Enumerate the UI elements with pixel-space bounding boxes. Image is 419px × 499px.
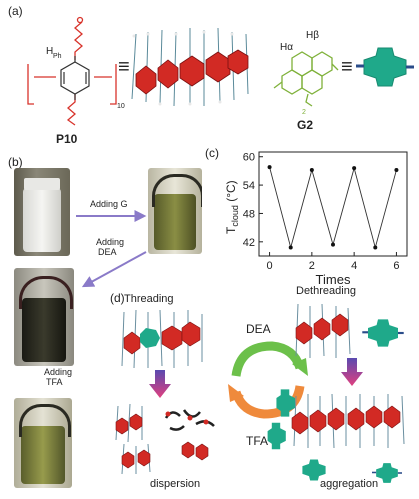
label-adding-dea-2: DEA <box>98 247 117 257</box>
svg-text:2: 2 <box>302 109 306 116</box>
label-dea: DEA <box>246 322 271 336</box>
y-axis-label: Tcloud (°C) <box>224 180 240 234</box>
hph-sub: Ph <box>53 53 62 60</box>
panel-label-d: (d) <box>110 291 125 305</box>
h-alpha-label: Hα <box>280 42 293 53</box>
label-adding-tfa-2: TFA <box>46 377 63 387</box>
y-tick-label: 54 <box>243 180 255 192</box>
tcloud-data-point <box>373 245 378 250</box>
dea-tfa-cycle <box>228 341 308 419</box>
tcloud-data-point <box>309 167 314 172</box>
y-tick-label: 60 <box>243 152 255 164</box>
vial-photo-3 <box>14 268 74 366</box>
label-threading: Threading <box>124 293 174 305</box>
panel-b-arrows <box>76 210 147 288</box>
g2-structure: Hα Hβ 2 <box>273 30 339 116</box>
chart-frame <box>258 151 408 257</box>
h-beta-label: Hβ <box>306 30 319 41</box>
tcloud-data-point <box>394 167 399 172</box>
x-tick-label: 4 <box>351 260 357 272</box>
cycle-arrow-dea <box>231 341 305 377</box>
vial-photo-2 <box>148 168 202 254</box>
panel-label-c: (c) <box>205 146 219 160</box>
threaded-complex-model <box>121 309 203 369</box>
label-aggregation: aggregation <box>320 478 379 490</box>
label-tfa: TFA <box>246 434 269 448</box>
free-g2-molecule-5 <box>372 463 402 483</box>
down-arrow-left <box>149 370 171 398</box>
free-g2-molecule-3 <box>267 422 286 450</box>
p10-label: P10 <box>56 132 78 146</box>
p10-structure: H Ph 10 <box>27 16 125 126</box>
label-adding-tfa-1: Adding <box>44 367 73 377</box>
vial-photo-1 <box>14 168 70 256</box>
y-tick-label: 48 <box>243 208 255 220</box>
hph-label: H <box>46 46 53 57</box>
label-adding-dea-1: Adding <box>96 237 125 247</box>
tcloud-series-line <box>269 166 397 250</box>
label-dispersion: dispersion <box>150 478 201 490</box>
free-g2-molecule-1 <box>362 319 404 347</box>
free-g2-molecule-2 <box>276 389 295 417</box>
dispersion-models <box>115 403 215 475</box>
tcloud-data-point <box>288 245 293 250</box>
equiv-sign-2: ≡ <box>341 56 353 78</box>
g2-label: G2 <box>297 118 314 132</box>
down-arrow-right <box>341 358 363 386</box>
dethreaded-polymer-model <box>295 303 351 358</box>
vial-photo-4 <box>14 398 72 488</box>
tcloud-data-point <box>267 165 272 170</box>
cycle-arrow-tfa <box>231 385 305 419</box>
arrow-adding-dea <box>81 251 147 288</box>
p10-pillar-model <box>131 27 249 107</box>
repeat-n: 10 <box>117 103 125 110</box>
x-tick-label: 2 <box>309 260 315 272</box>
panel-label-b: (b) <box>8 155 23 169</box>
panel-label-a: (a) <box>8 4 23 18</box>
g2-model <box>356 47 414 87</box>
label-adding-g: Adding G <box>90 199 128 209</box>
tcloud-data-point <box>352 166 357 171</box>
y-tick-label: 42 <box>243 237 255 249</box>
tcloud-data-point <box>331 242 335 247</box>
free-g2-molecule-4 <box>302 459 326 481</box>
x-tick-label: 6 <box>393 260 399 272</box>
equiv-sign-1: ≡ <box>118 56 130 78</box>
aggregation-model <box>291 393 405 449</box>
x-axis-label: Times <box>316 272 351 286</box>
x-tick-label: 0 <box>267 260 273 272</box>
label-dethreading: Dethreading <box>296 285 356 297</box>
